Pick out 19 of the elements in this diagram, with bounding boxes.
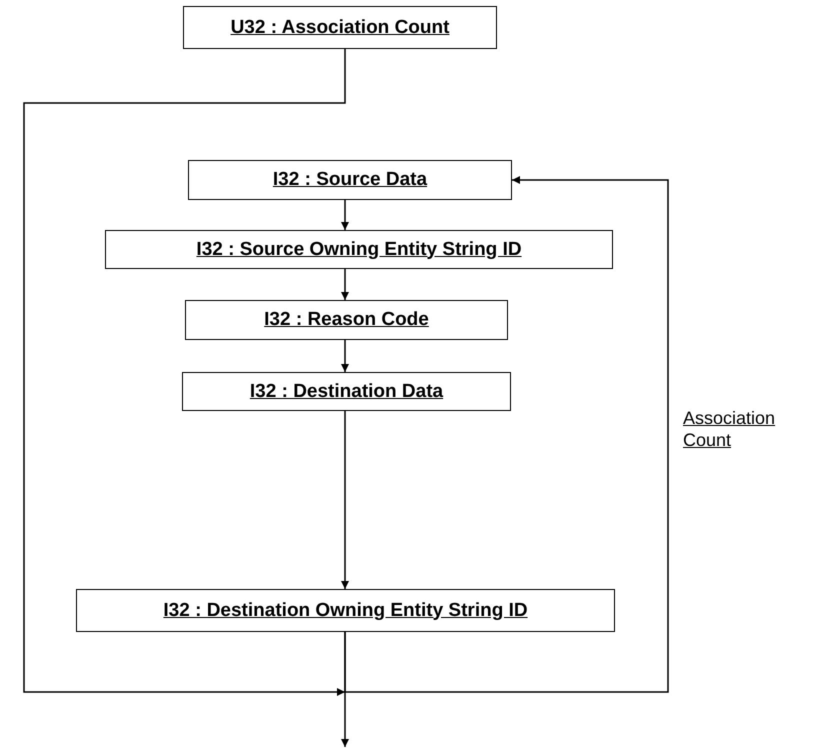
process-box [76, 589, 615, 632]
arrow [23, 49, 346, 696]
field-label: I32 : Source Owning Entity String ID [196, 238, 522, 260]
process-box [182, 372, 511, 411]
arrow [341, 340, 349, 372]
field-label: I32 : Source Data [272, 169, 428, 191]
arrow [341, 269, 349, 300]
arrow [341, 411, 349, 589]
arrow [344, 176, 669, 693]
field-label: I32 : Destination Data [250, 380, 444, 402]
arrow [341, 632, 349, 747]
process-box [105, 230, 613, 269]
arrow [341, 200, 349, 230]
field-label: I32 : Destination Owning Entity String ID [163, 600, 528, 622]
field-label: I32 : Reason Code [264, 309, 429, 331]
process-box [188, 160, 512, 200]
field-label: U32 : Association Count [230, 16, 450, 38]
process-box [183, 6, 497, 49]
process-box [185, 300, 508, 340]
